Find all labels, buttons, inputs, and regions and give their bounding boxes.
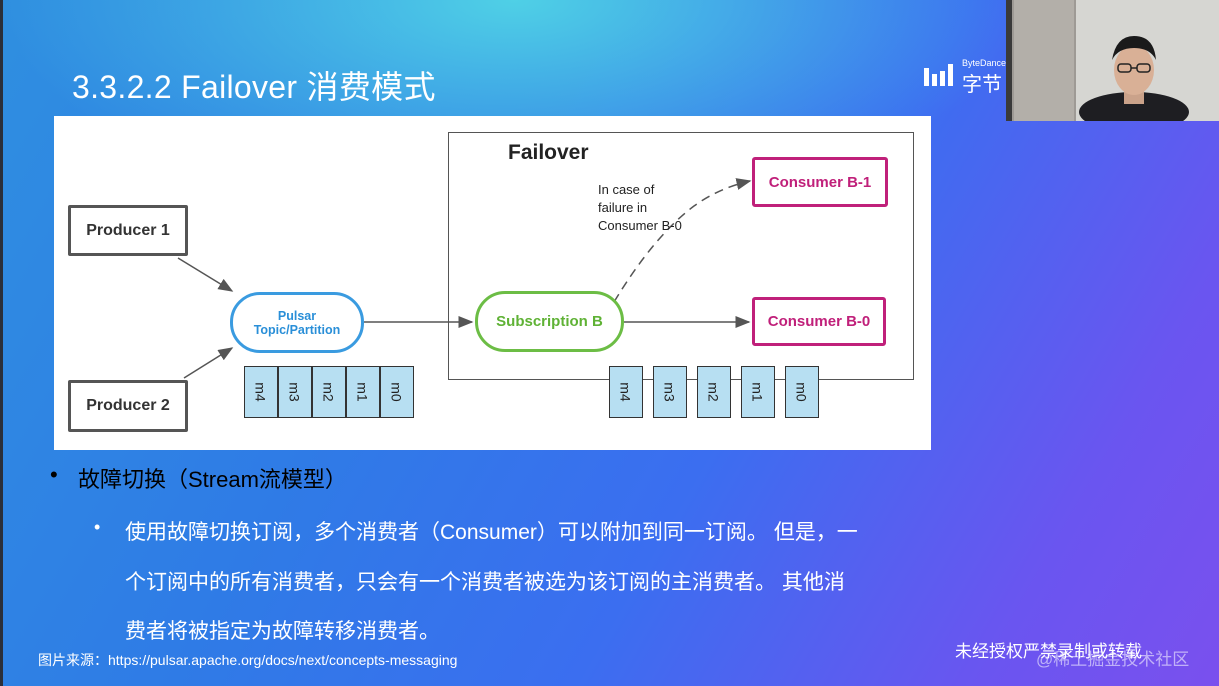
consumer-b0-box: Consumer B-0: [752, 297, 886, 346]
slide-title: 3.3.2.2 Failover 消费模式: [72, 69, 436, 105]
pulsar-failover-diagram: Failover In case of failure in Consumer …: [54, 116, 931, 450]
producer-1-box: Producer 1: [68, 205, 188, 256]
bullet-dot: •: [94, 517, 101, 537]
topic-message: m2: [312, 366, 346, 418]
community-watermark: @稀土掘金技术社区: [1036, 650, 1190, 669]
bullet-dot: •: [50, 462, 58, 487]
topic-message: m0: [380, 366, 414, 418]
diagram-arrows: [177, 178, 752, 379]
logo-text-cn: 字节: [962, 74, 1002, 96]
failover-label: Failover: [508, 141, 589, 164]
bytedance-logo-icon: [924, 64, 953, 86]
bullet-level2-line: 个订阅中的所有消费者，只会有一个消费者被选为该订阅的主消费者。 其他消: [125, 571, 845, 594]
bullet-level2-line: 使用故障切换订阅，多个消费者（Consumer）可以附加到同一订阅。 但是，一: [125, 521, 858, 544]
failover-note: In case of failure in Consumer B-0: [598, 182, 682, 233]
webcam-video: [1006, 0, 1219, 121]
presenter-image: [1006, 0, 1219, 121]
watermark-text: 未经授权严禁录制或转载: [955, 642, 1142, 661]
bullet-level2-line: 费者将被指定为故障转移消费者。: [125, 620, 440, 643]
window-edge: [0, 0, 3, 686]
topic-message: m3: [278, 366, 312, 418]
producer-2-box: Producer 2: [68, 380, 188, 432]
topic-message: m1: [346, 366, 380, 418]
topic-label-line1: Pulsar: [277, 308, 317, 323]
subscription-message: m0: [785, 366, 819, 418]
subscription-message: m2: [697, 366, 731, 418]
topic-label-line2: Topic/Partition: [253, 322, 341, 337]
subscription-message: m4: [609, 366, 643, 418]
subscription-message: m3: [653, 366, 687, 418]
consumer-b1-box: Consumer B-1: [752, 157, 888, 207]
subscription-message: m1: [741, 366, 775, 418]
image-source-caption: 图片来源：https://pulsar.apache.org/docs/next…: [38, 652, 458, 668]
logo-text-en: ByteDance: [962, 58, 1007, 68]
topic-message: m4: [244, 366, 278, 418]
subscription-b-pill: Subscription B: [475, 291, 624, 352]
topic-partition-pill: Pulsar Topic/Partition: [230, 292, 364, 353]
bullet-level1-text: 故障切换（Stream流模型）: [78, 467, 347, 492]
